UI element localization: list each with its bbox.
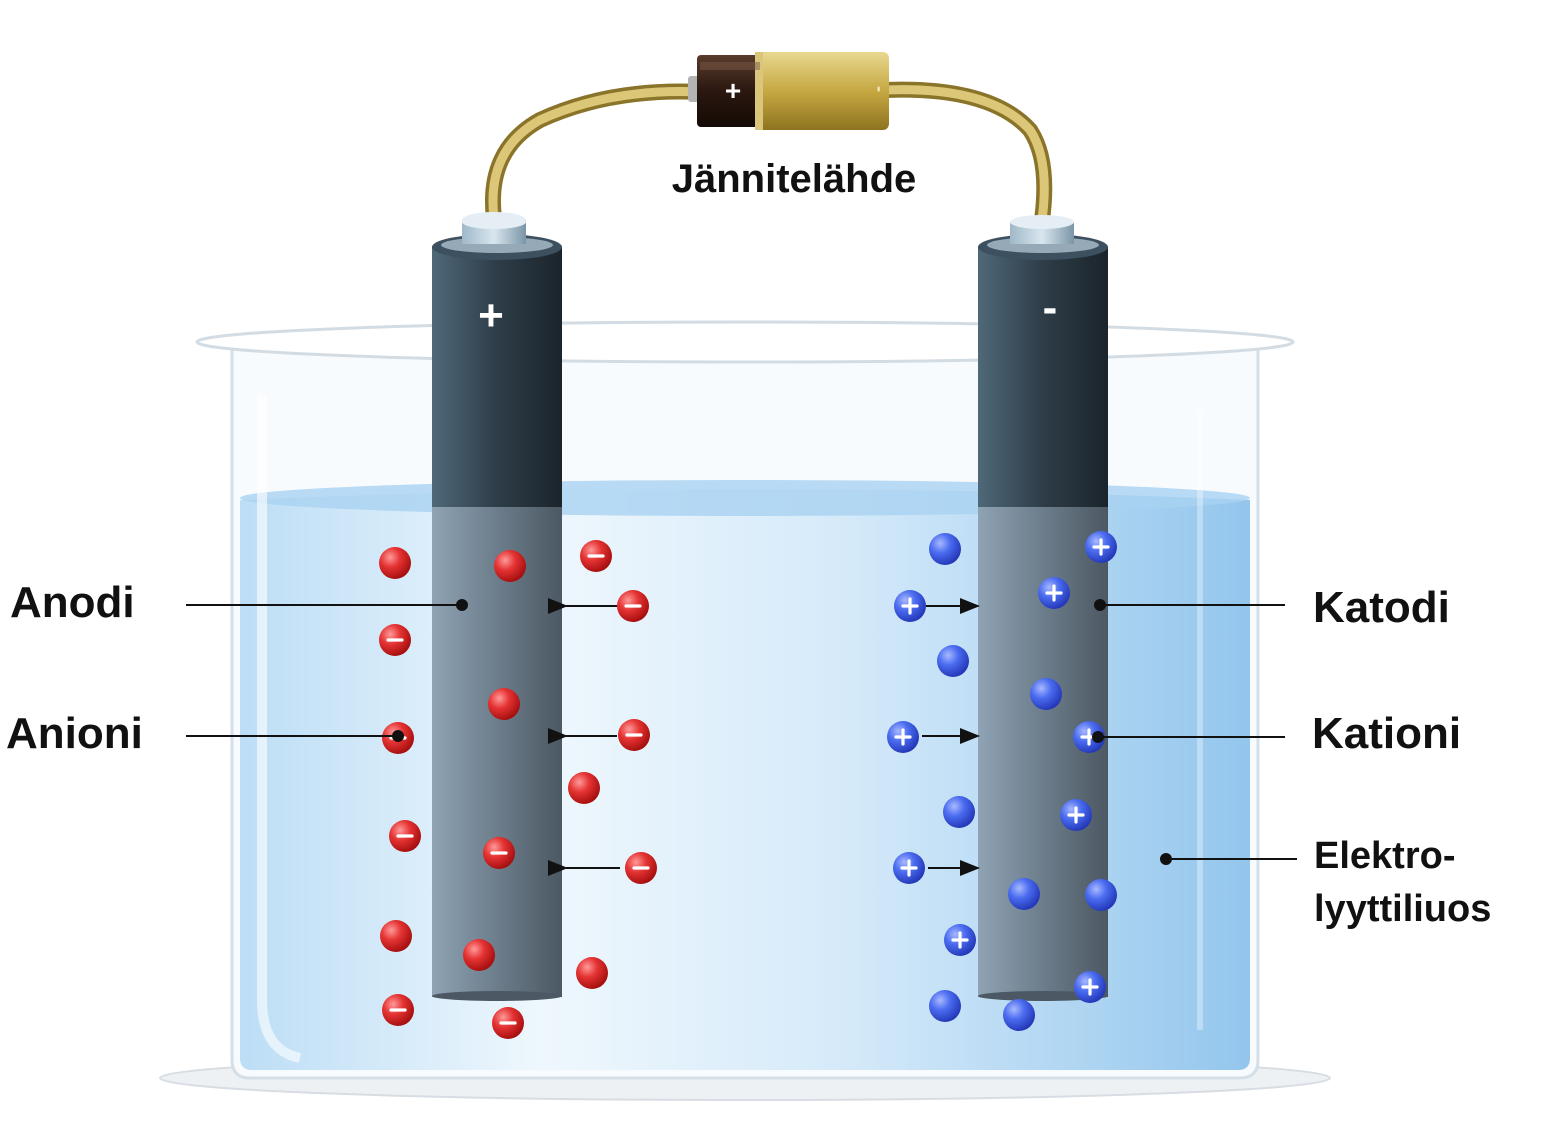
cation-arrows — [922, 598, 980, 876]
anion-label: Anioni — [6, 709, 143, 758]
battery: + - — [688, 52, 890, 130]
leader-lines — [186, 599, 1297, 865]
cations — [887, 531, 1117, 1031]
cathode-label: Katodi — [1313, 583, 1450, 632]
cation-particle-charge-icon — [1092, 538, 1110, 556]
cation-particle-charge-icon — [900, 859, 918, 877]
cation-particle — [1003, 999, 1035, 1031]
cation-particle-charge-icon — [951, 931, 969, 949]
cation-particle — [929, 533, 961, 565]
anion-particle — [576, 957, 608, 989]
cation-label: Kationi — [1312, 709, 1461, 758]
anion-particle — [463, 939, 495, 971]
anode-sign: + — [478, 291, 504, 340]
beaker-rim — [195, 320, 1295, 364]
anion-particle — [379, 547, 411, 579]
anion-particle — [488, 688, 520, 720]
cation-particle-charge-icon — [1067, 806, 1085, 824]
anode-label: Anodi — [10, 578, 135, 627]
power-source-label: Jännitelähde — [672, 157, 917, 201]
beaker — [195, 320, 1295, 1080]
cation-particle — [1085, 879, 1117, 911]
cathode-sign: - — [1043, 283, 1058, 332]
cation-particle — [1030, 678, 1062, 710]
cation-particle — [1008, 878, 1040, 910]
cation-particle-charge-icon — [1081, 978, 1099, 996]
anion-particle — [568, 772, 600, 804]
battery-plus-sign: + — [725, 75, 741, 106]
cation-particle — [937, 645, 969, 677]
electrolyte-label-line1: Elektro- — [1314, 835, 1455, 877]
cation-particle — [943, 796, 975, 828]
anion-particle — [494, 550, 526, 582]
anions — [379, 540, 657, 1039]
cation-particle-charge-icon — [901, 597, 919, 615]
cation-particle-charge-icon — [1045, 584, 1063, 602]
anion-arrows — [548, 598, 620, 876]
electrolyte-label-line2: lyyttiliuos — [1314, 888, 1491, 930]
cathode-electrode: - — [978, 215, 1108, 1001]
anode-electrode: + — [432, 212, 562, 1001]
cation-particle — [929, 990, 961, 1022]
cation-particle-charge-icon — [894, 728, 912, 746]
battery-minus-sign: - — [870, 86, 890, 92]
anion-particle — [380, 920, 412, 952]
wire-left — [485, 83, 708, 226]
